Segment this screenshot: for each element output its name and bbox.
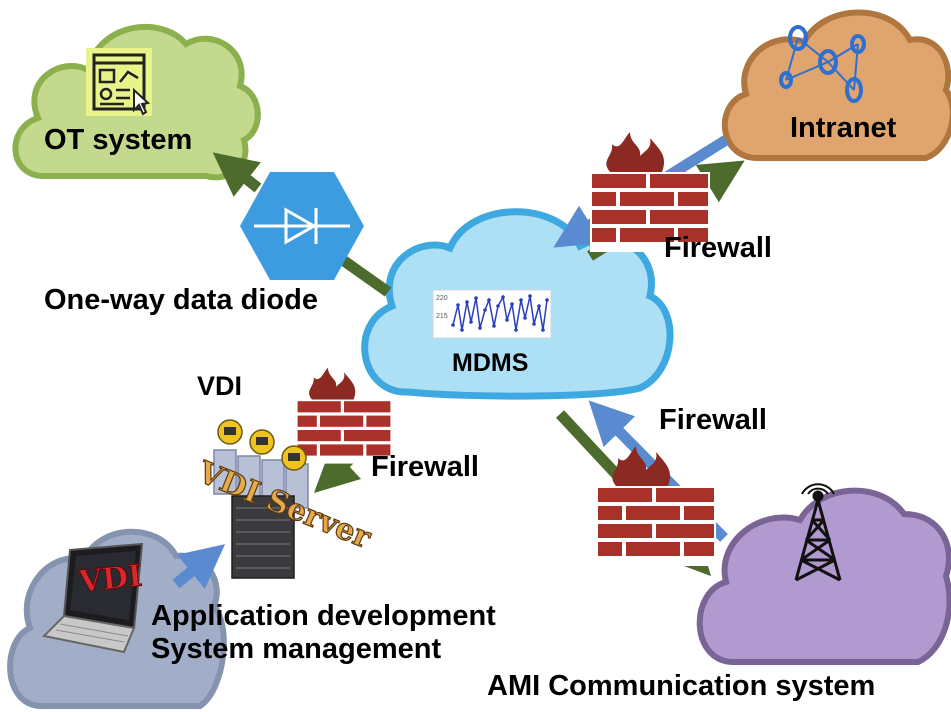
- mdms-label: MDMS: [452, 349, 529, 377]
- data-diode-label: One-way data diode: [44, 284, 318, 316]
- intranet-cloud: [721, 9, 951, 162]
- intranet-label: Intranet: [790, 112, 897, 144]
- chart-tick-mid: 215: [436, 313, 448, 320]
- firewall-vdi-label: Firewall: [371, 451, 479, 483]
- chart-tick-top: 220: [436, 295, 448, 302]
- control-panel-icon: [86, 48, 152, 116]
- firewall-intranet-label: Firewall: [664, 232, 772, 264]
- ami-communication-label: AMI Communication system: [487, 670, 876, 702]
- laptop-logo-text: VDI: [76, 559, 144, 601]
- ami-cloud: [696, 487, 951, 665]
- firewall-ami-label: Firewall: [659, 404, 767, 436]
- data-diode-icon: [240, 172, 364, 280]
- vdi-server-icon: [213, 419, 309, 579]
- network-graph-icon: [779, 25, 866, 103]
- laptop-icon: [41, 542, 144, 654]
- arrow-mdms-to-diode: [336, 253, 392, 297]
- vdi-label: VDI: [197, 371, 243, 401]
- ot-system-label: OT system: [44, 124, 193, 156]
- radio-tower-icon: [794, 483, 842, 582]
- meter-data-chart-icon: 220 215: [432, 289, 552, 339]
- arrow-laptop-to-vdi: [172, 544, 226, 589]
- system-management-label: System management: [151, 633, 442, 665]
- arrow-diode-to-ot: [212, 152, 262, 197]
- app-development-label: Application development: [151, 600, 496, 632]
